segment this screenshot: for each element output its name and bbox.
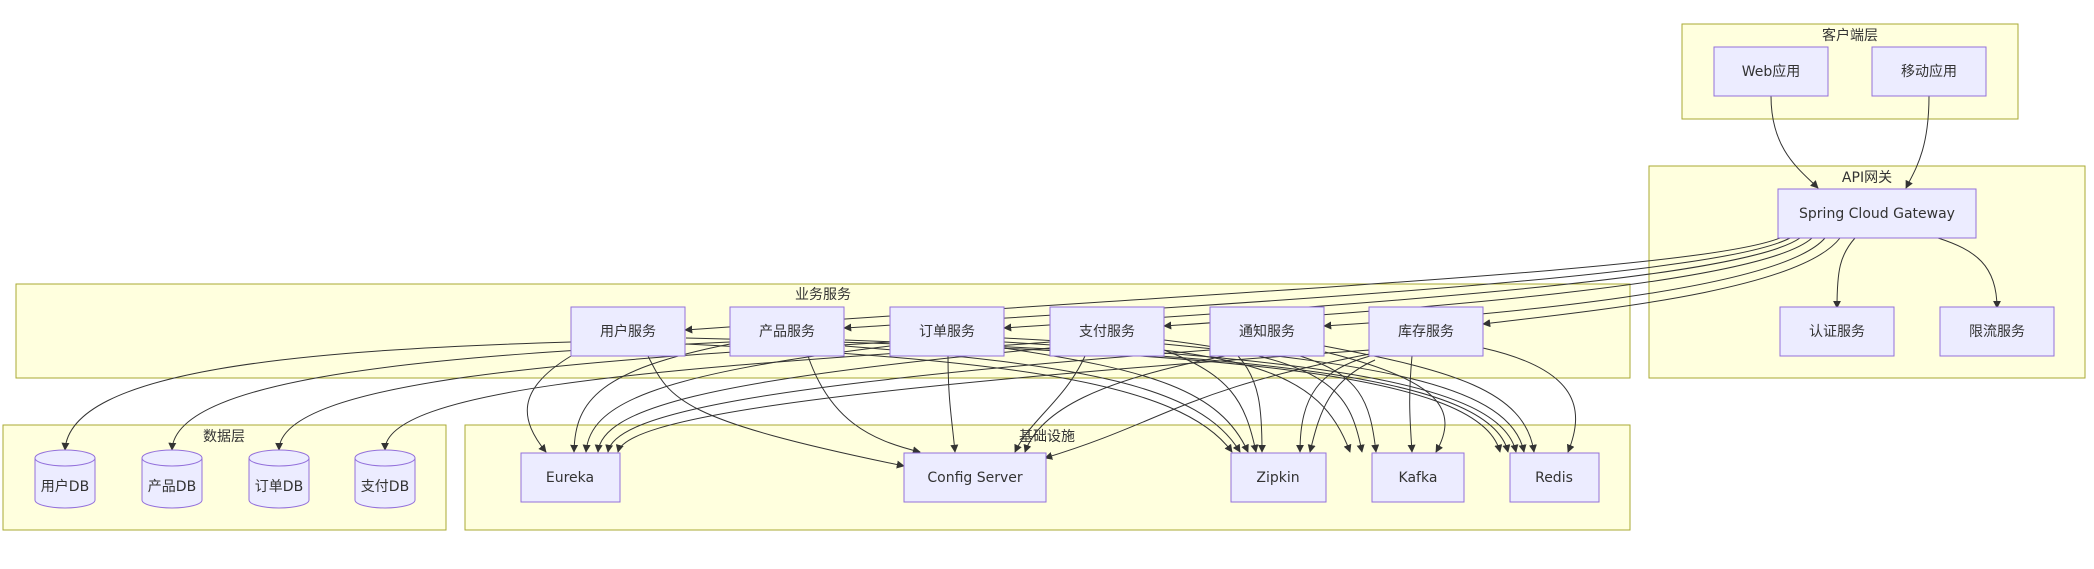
- node-order-service[interactable]: 订单服务: [889, 306, 1005, 357]
- node-user-db[interactable]: 用户DB: [34, 449, 96, 509]
- edge-gateway-ratelimit: [1937, 237, 2001, 309]
- node-ratelimit-service-label: 限流服务: [1969, 324, 2025, 340]
- node-payment-db[interactable]: 支付DB: [354, 449, 416, 509]
- edge-inventory-zipkin-a: [1296, 355, 1371, 453]
- edge-inventory-kafka: [1407, 355, 1416, 453]
- edge-payment-eureka: [594, 347, 1051, 453]
- edge-gateway-inventory: [1482, 237, 1841, 328]
- node-product-service[interactable]: 产品服务: [729, 306, 845, 357]
- edge-web-gateway: [1770, 95, 1819, 189]
- node-product-service-label: 产品服务: [759, 324, 815, 340]
- node-user-service-label: 用户服务: [600, 323, 656, 340]
- node-kafka[interactable]: Kafka: [1371, 452, 1465, 503]
- edge-gateway-product: [843, 237, 1791, 332]
- node-config-server[interactable]: Config Server: [903, 452, 1047, 503]
- edge-inventory-eureka: [615, 349, 1371, 453]
- cluster-gateway-label: API网关: [1842, 170, 1892, 186]
- cluster-client-label: 客户端层: [1822, 27, 1878, 44]
- node-notification-service-label: 通知服务: [1239, 323, 1295, 340]
- node-inventory-service-label: 库存服务: [1398, 324, 1454, 340]
- edge-notify-kafka: [1299, 355, 1380, 453]
- edge-payment-config: [1014, 355, 1086, 453]
- edge-inventory-redis: [1482, 347, 1577, 453]
- node-inventory-service[interactable]: 库存服务: [1368, 306, 1484, 357]
- node-eureka-label: Eureka: [546, 470, 594, 486]
- node-user-service[interactable]: 用户服务: [570, 306, 686, 357]
- edge-notify-config: [1023, 355, 1226, 453]
- edge-order-config: [947, 355, 959, 453]
- node-auth-service-label: 认证服务: [1809, 324, 1865, 340]
- node-eureka[interactable]: Eureka: [520, 452, 621, 503]
- node-ratelimit-service[interactable]: 限流服务: [1939, 306, 2055, 357]
- edge-product-eureka: [570, 343, 731, 453]
- node-order-db-label: 订单DB: [255, 479, 303, 495]
- node-product-db-label: 产品DB: [148, 479, 196, 495]
- edge-user-userdb: [61, 341, 572, 451]
- node-payment-db-label: 支付DB: [361, 479, 409, 495]
- node-zipkin-label: Zipkin: [1256, 470, 1299, 486]
- edge-product-config: [807, 355, 921, 455]
- node-web-app[interactable]: Web应用: [1713, 46, 1829, 97]
- edge-payment-zipkin: [1163, 349, 1259, 453]
- edge-mobile-gateway: [1905, 95, 1930, 189]
- node-notification-service[interactable]: 通知服务: [1209, 306, 1325, 357]
- node-redis[interactable]: Redis: [1509, 452, 1600, 503]
- cluster-data-label: 数据层: [203, 429, 245, 445]
- edge-notify-zipkin: [1237, 355, 1266, 453]
- node-payment-service-label: 支付服务: [1079, 324, 1135, 340]
- node-user-db-label: 用户DB: [41, 478, 89, 495]
- edge-inventory-zipkin-b: [1307, 359, 1376, 453]
- node-redis-label: Redis: [1535, 470, 1573, 486]
- edge-user-eureka: [526, 355, 572, 453]
- edge-notify-eureka: [605, 349, 1211, 453]
- edge-gateway-auth: [1833, 237, 1856, 309]
- node-product-db[interactable]: 产品DB: [141, 449, 203, 509]
- edge-order-eureka: [582, 345, 891, 453]
- node-order-db[interactable]: 订单DB: [248, 449, 310, 509]
- node-payment-service[interactable]: 支付服务: [1049, 306, 1165, 357]
- node-zipkin[interactable]: Zipkin: [1230, 452, 1327, 503]
- node-mobile-app-label: 移动应用: [1901, 63, 1957, 80]
- node-spring-cloud-gateway-label: Spring Cloud Gateway: [1799, 206, 1955, 222]
- edge-product-redis: [844, 339, 1511, 453]
- node-config-server-label: Config Server: [927, 470, 1023, 486]
- node-order-service-label: 订单服务: [919, 324, 975, 340]
- node-mobile-app[interactable]: 移动应用: [1871, 46, 1987, 97]
- node-auth-service[interactable]: 认证服务: [1779, 306, 1895, 357]
- node-spring-cloud-gateway[interactable]: Spring Cloud Gateway: [1777, 188, 1977, 239]
- cluster-infra-label: 基础设施: [1019, 428, 1075, 445]
- node-web-app-label: Web应用: [1742, 63, 1801, 80]
- node-kafka-label: Kafka: [1399, 470, 1438, 486]
- cluster-business-label: 业务服务: [795, 287, 851, 303]
- edge-user-config: [647, 355, 905, 469]
